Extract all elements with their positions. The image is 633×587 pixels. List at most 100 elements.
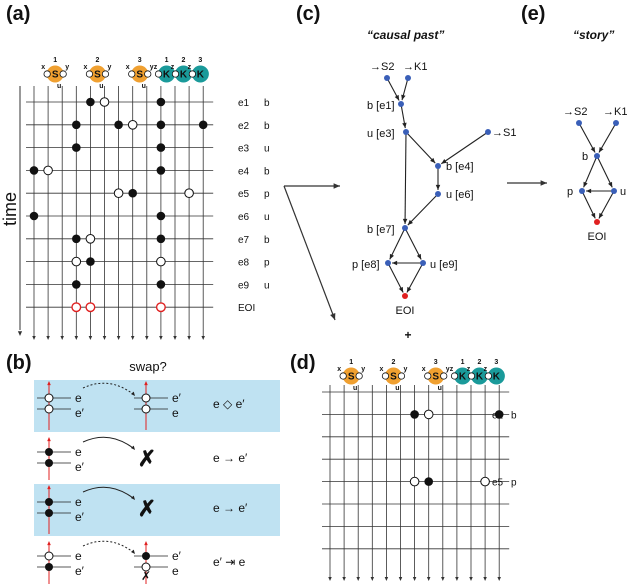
d-site-x (381, 372, 390, 380)
a-event-e1-mark (156, 97, 166, 107)
swap-title: swap? (129, 359, 167, 374)
c-edge-e4-e6-head (435, 184, 441, 190)
swap-curve-arrow (82, 540, 134, 553)
c-node-EOI (402, 293, 408, 299)
swap-ep-label: e′ (75, 406, 85, 420)
c-node-e6 (435, 191, 441, 197)
c-node-e9 (420, 260, 426, 266)
d-site-y (355, 372, 363, 380)
c-edge-e3-e4-head (430, 157, 436, 164)
a-vline-arrow (116, 336, 121, 340)
a-vline-arrow (145, 336, 149, 340)
e-node-u (611, 188, 617, 194)
e-label-u: u (620, 186, 626, 198)
c-node-e3 (403, 129, 409, 135)
c-node-S1 (485, 129, 491, 135)
a-event-e2-mark (72, 120, 81, 130)
a-agent-index: 1 (53, 57, 57, 64)
d-agent-S3 (427, 367, 445, 385)
a-agent-letter: S (136, 70, 143, 81)
swap-result: e′ ⇥ e (213, 555, 246, 569)
e-edge-b-u (596, 155, 613, 188)
a-site-z-label: z (154, 64, 158, 71)
a-event-e9-mark (156, 280, 166, 289)
swap-curve-head (130, 549, 135, 554)
d-agent-index: 1 (349, 359, 353, 366)
swap-red-arrow (47, 381, 51, 386)
swap-dot-ep (45, 459, 53, 467)
a-event-e8-mark (156, 256, 166, 267)
a-agent-letter: K (180, 70, 188, 81)
c-edge-e8-EOI (387, 262, 404, 293)
c-label-S2: →S2 (370, 61, 394, 73)
swap-after-bottom-label: e (172, 406, 179, 420)
a-event-e5-mark (128, 188, 137, 198)
swap-curve-arrow (82, 486, 134, 499)
d-event-label-e5: e5 (492, 478, 504, 489)
d-vline-arrow (426, 577, 431, 581)
a-site-x (128, 70, 136, 78)
a-event-e5-mark (113, 188, 124, 198)
a-site-x (85, 70, 94, 78)
swap-e-label: e (75, 445, 82, 459)
a-vline-arrow (60, 336, 64, 340)
c-node-e4 (435, 163, 441, 169)
a-agent-letter: K (163, 70, 171, 81)
d-agent-letter: S (348, 372, 355, 383)
d-agent-letter: K (493, 372, 501, 383)
d-vline-arrow (469, 577, 473, 581)
panel-a-label: (a) (6, 3, 31, 25)
a-agent-K1 (158, 65, 176, 83)
d-site-x-label: x (337, 366, 341, 373)
a-agent-S2 (88, 65, 106, 83)
d-vline-arrow (398, 577, 403, 581)
d-site-u-label: u (353, 385, 357, 392)
c-node-e7 (402, 225, 408, 231)
c-label-e7: b [e7] (367, 224, 395, 236)
arrow-a-to-c-head (333, 183, 340, 189)
swap-red-arrow-2 (144, 541, 148, 546)
a-event-e2-mark (156, 120, 166, 130)
d-site-y-label: y (446, 366, 450, 373)
d-agent-K1 (454, 367, 472, 385)
c-node-e8 (385, 260, 391, 266)
a-site-y (101, 70, 110, 78)
a-vline-arrow (32, 336, 36, 340)
story-title: “story” (573, 28, 615, 42)
e-edge-b-p-head (583, 181, 588, 188)
c-edge-e9-EOI-head (406, 286, 412, 293)
d-event-e2-mark (494, 410, 504, 419)
a-vline-arrow (74, 336, 79, 340)
swap-dot-ep (44, 404, 54, 414)
swap-curve-head (130, 495, 135, 500)
a-event-e5-mark (184, 188, 194, 198)
e-node-b (594, 153, 600, 159)
a-event-e6-mark (29, 211, 39, 221)
swap-curve-arrow (82, 382, 134, 395)
plus-sign: + (404, 328, 411, 342)
arrow-a-to-d (283, 185, 336, 321)
a-site-u-label: u (57, 83, 61, 90)
e-edge-u-EOI (598, 190, 615, 219)
c-edge-e7-e9 (404, 227, 422, 260)
c-edge-e1-e3-head (402, 122, 407, 129)
a-event-type-e8: p (264, 258, 270, 269)
e-label-EOI: EOI (588, 231, 607, 243)
a-vline-arrow (173, 336, 177, 340)
swap-dot-e (45, 448, 53, 456)
a-agent-index: 2 (182, 57, 186, 64)
a-event-label-e6: e6 (238, 212, 250, 223)
d-agent-index: 1 (461, 359, 465, 366)
d-agent-K3 (487, 367, 505, 385)
a-agent-letter: S (52, 70, 59, 81)
a-agent-index: 2 (95, 57, 99, 64)
a-vline-arrow (130, 336, 135, 340)
d-site-z-label: z (467, 366, 471, 373)
c-edge-e6-e7-head (407, 219, 413, 226)
swap-e-label: e (75, 391, 82, 405)
d-event-e5-mark (424, 477, 434, 486)
a-event-label-EOI: EOI (238, 303, 255, 314)
d-event-e2-mark (423, 409, 434, 420)
e-edge-b-u-head (608, 181, 613, 188)
d-site-u-label: u (395, 385, 399, 392)
